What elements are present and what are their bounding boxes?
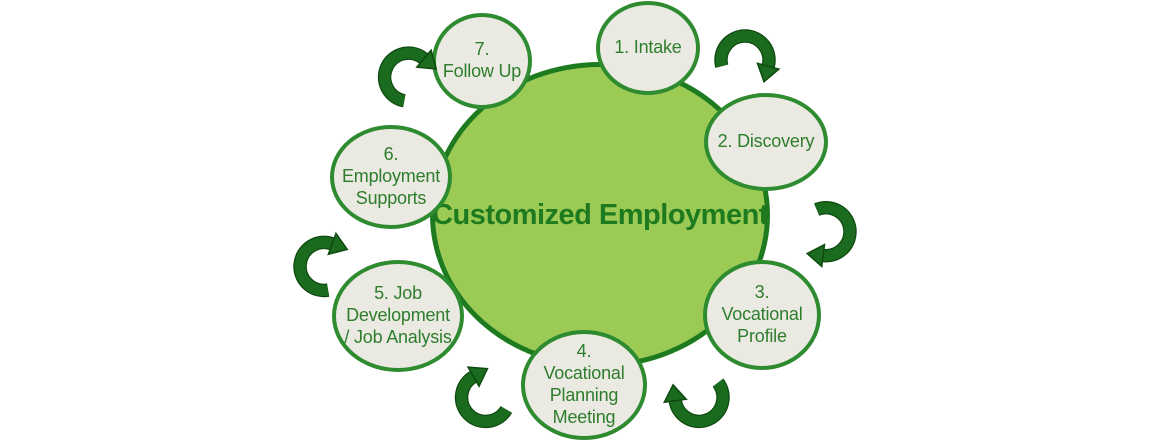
step-circle-intake: 1. Intake (596, 1, 700, 95)
step-label: 3. Vocational Profile (721, 282, 803, 346)
cycle-arrow-2-to-3-icon (786, 186, 876, 276)
diagram-title: Customized Employment (432, 198, 768, 231)
step-label: 6. Employment Supports (341, 144, 441, 208)
step-label: 1. Intake (614, 37, 682, 58)
cycle-arrow-4-to-5-icon (425, 344, 538, 442)
step-label: 2. Discovery (717, 131, 815, 152)
cycle-arrow-1-to-2-icon (705, 15, 785, 95)
step-label: 4. Vocational Planning Meeting (543, 341, 625, 427)
step-circle-employment-supports: 6. Employment Supports (330, 125, 452, 229)
step-circle-follow-up: 7. Follow Up (432, 13, 532, 109)
step-circle-vocational-planning-meeting: 4. Vocational Planning Meeting (521, 330, 647, 440)
step-circle-job-development-job-analysis: 5. Job Development / Job Analysis (332, 260, 464, 372)
step-circle-discovery: 2. Discovery (704, 93, 828, 191)
step-label: 5. Job Development / Job Analysis (344, 283, 452, 347)
step-circle-vocational-profile: 3. Vocational Profile (703, 260, 821, 370)
step-label: 7. Follow Up (442, 39, 522, 81)
cycle-arrow-5-to-6-icon (276, 223, 363, 310)
center-circle: Customized Employment (430, 62, 770, 368)
